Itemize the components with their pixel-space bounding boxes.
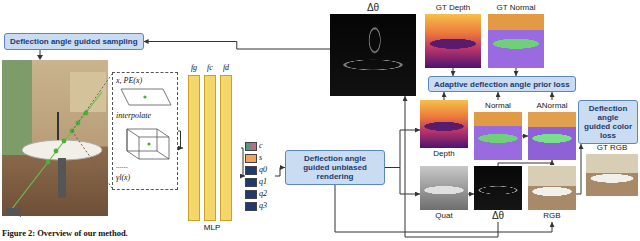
box-label: Deflection angle guided color loss (584, 104, 632, 140)
encoding-label: interpolate (116, 111, 151, 121)
output-swatch (245, 202, 257, 211)
image-panel: GT Normal (488, 2, 544, 68)
render-image (474, 166, 522, 210)
layer-label: fc (202, 62, 218, 73)
room-image (2, 60, 108, 216)
image-label: GT Depth (425, 2, 481, 14)
zoom-line (72, 131, 112, 188)
connector (444, 92, 445, 100)
output-row: q0 (245, 164, 275, 176)
image-panel: Δθ (330, 2, 416, 96)
render-image (528, 112, 576, 160)
output-label: q3 (259, 201, 267, 211)
output-label: q1 (259, 177, 267, 187)
camera-icon (6, 207, 21, 217)
mlp-layer (188, 75, 200, 221)
box-label: Adaptive deflection angle prior loss (434, 80, 570, 89)
box-label: Deflection angle guided unbiased renderi… (291, 154, 379, 181)
output-row: q3 (245, 200, 275, 212)
connector (178, 131, 183, 148)
output-swatch (245, 166, 257, 175)
output-swatch (245, 178, 257, 187)
render-image (330, 14, 416, 96)
output-row: c (245, 140, 275, 152)
room-picture (70, 72, 106, 112)
table-leg (58, 158, 66, 198)
input-encoding-box: x, PE(x) interpolate...... γl(x) (112, 72, 178, 190)
connector (144, 42, 330, 50)
mlp-block: fgfcfdMLP (183, 62, 241, 234)
render-image (420, 100, 468, 148)
output-label: q0 (259, 165, 267, 175)
encoding-label: γl(x) (116, 173, 130, 183)
image-label: RGB (528, 210, 576, 222)
process-box: Deflection angle guided sampling (4, 33, 144, 50)
image-panel: ANormal (528, 100, 576, 160)
render-image (425, 14, 481, 68)
image-panel: Depth (420, 100, 468, 160)
camera-ray (8, 92, 102, 214)
ray-samples (46, 111, 89, 165)
zoom-line (72, 74, 112, 131)
connector (385, 168, 420, 195)
render-image (586, 154, 638, 196)
image-label: Depth (420, 148, 468, 160)
image-label: GT Normal (488, 2, 544, 14)
sampling-arrowhead (37, 55, 43, 60)
box-label: Deflection angle guided sampling (10, 37, 138, 46)
encoding-label: ...... (116, 161, 128, 171)
layer-label: fd (218, 62, 234, 73)
process-box: Deflection angle guided color loss (578, 100, 638, 144)
output-row: s (245, 152, 275, 164)
connector (385, 130, 420, 168)
output-swatch (245, 190, 257, 199)
image-panel: Quat (420, 166, 468, 222)
output-row: q1 (245, 176, 275, 188)
layer-label: fg (186, 62, 202, 73)
image-panel: Δθ (474, 166, 522, 222)
render-image (420, 166, 468, 210)
output-label: s (259, 153, 262, 163)
mlp-label: MLP (183, 222, 241, 233)
output-stack: cs q0 q1 q2 q3 (245, 140, 275, 212)
image-panel: GT Depth (425, 2, 481, 68)
render-image (528, 166, 576, 210)
connector (453, 68, 454, 76)
mlp-layer (204, 75, 216, 221)
image-label: ANormal (528, 100, 576, 112)
encoding-label: x, PE(x) (116, 76, 142, 86)
connector (275, 168, 285, 177)
output-swatch (245, 142, 257, 151)
output-swatch (245, 154, 257, 163)
render-image (488, 14, 544, 68)
mlp-layer (220, 75, 232, 221)
image-panel: RGB (528, 166, 576, 222)
image-label: Quat (420, 210, 468, 222)
image-panel: Normal (474, 100, 522, 160)
image-label: Δθ (330, 2, 416, 14)
image-label: Normal (474, 100, 522, 112)
connector (576, 144, 581, 194)
caption: Figure 2: Overview of our method. (2, 228, 128, 239)
connector (516, 68, 517, 76)
connector (552, 92, 553, 100)
output-label: q2 (259, 189, 267, 199)
output-row: q2 (245, 188, 275, 200)
image-label: Δθ (474, 210, 522, 222)
output-label: c (259, 141, 263, 151)
process-box: Adaptive deflection angle prior loss (428, 76, 576, 92)
room-plant (2, 60, 32, 155)
render-image (474, 112, 522, 160)
process-box: Deflection angle guided unbiased renderi… (285, 150, 385, 185)
image-panel: GT RGB (586, 142, 638, 196)
image-label: GT RGB (586, 142, 638, 154)
lamp (57, 112, 59, 140)
connector (498, 92, 499, 100)
